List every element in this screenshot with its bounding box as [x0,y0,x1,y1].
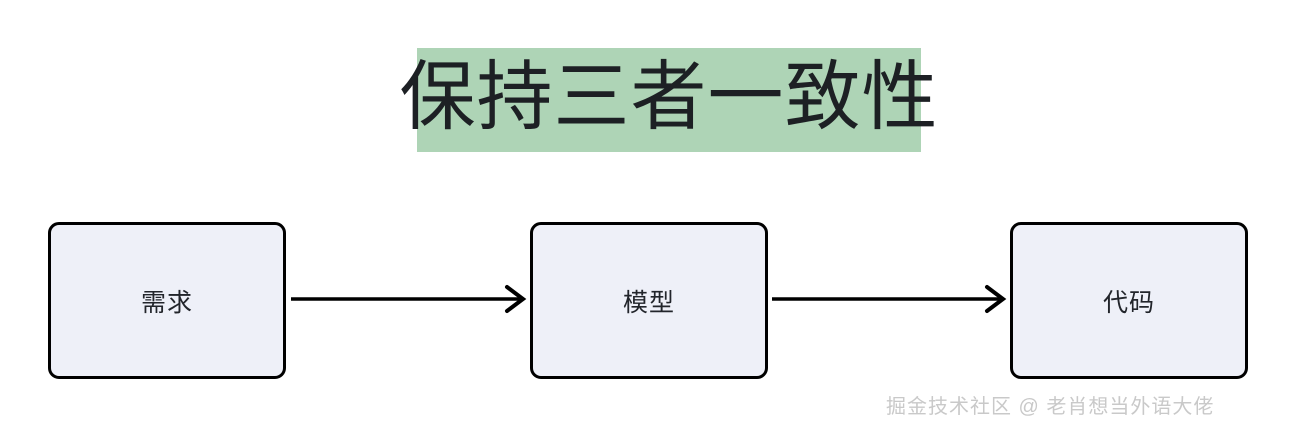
flow-node-label: 需求 [140,288,193,317]
flow-node-code: 代码 [1010,222,1248,379]
title-text: 保持三者一致性 [399,55,939,140]
flow-arrow-requirement-to-model [291,283,529,315]
watermark-text: 掘金技术社区 @ 老肖想当外语大佬 [886,396,1215,418]
flow-node-label: 代码 [1102,288,1155,317]
flow-node-label: 模型 [622,288,675,317]
flow-node-model: 模型 [530,222,768,379]
title-highlight-band: 保持三者一致性 [400,48,938,152]
flow-node-requirement: 需求 [48,222,286,379]
page-title: 保持三者一致性 [400,48,938,152]
flow-arrow-model-to-code [772,283,1009,315]
